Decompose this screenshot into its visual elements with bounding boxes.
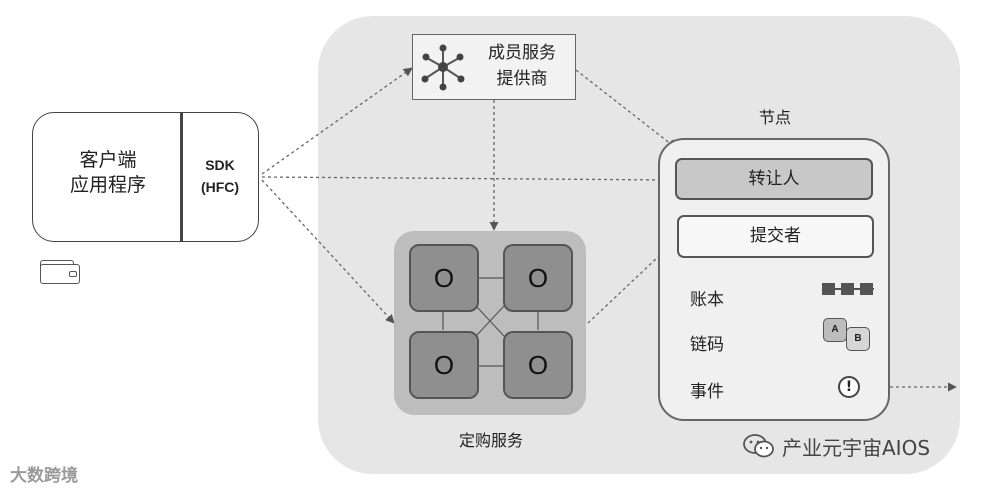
sdk-label: SDK (HFC) <box>200 157 240 195</box>
event-alert-icon: ! <box>838 376 860 398</box>
client-app-label: 客户端 应用程序 <box>69 149 146 196</box>
arrow-sdk-to-msp <box>261 67 413 175</box>
event-label: 事件 <box>690 382 724 402</box>
watermark-right: 产业元宇宙AIOS <box>782 436 931 460</box>
orderer-node-2: O <box>503 244 573 312</box>
arrow-orderer-to-committer <box>587 239 677 324</box>
arrow-sdk-to-endorser <box>261 175 674 185</box>
ledger-chain-icon <box>822 283 874 295</box>
wallet-icon <box>40 264 80 284</box>
network-hub-icon <box>421 44 465 91</box>
orderer-node-1: O <box>409 244 479 312</box>
msp-label: 成员服务 提供商 <box>488 43 556 89</box>
endorser-box: 转让人 <box>675 158 873 200</box>
chaincode-label: 链码 <box>690 335 724 355</box>
node-title: 节点 <box>758 108 791 127</box>
ordering-service-label: 定购服务 <box>458 431 523 450</box>
watermark-left: 大数跨境 <box>10 466 78 486</box>
ledger-label: 账本 <box>690 290 724 310</box>
orderer-node-3: O <box>409 331 479 399</box>
client-sdk-divider <box>180 113 183 242</box>
wechat-icon <box>743 434 774 458</box>
chaincode-card-b-icon: B <box>846 327 870 351</box>
wallet-icon-clasp <box>69 271 77 277</box>
chaincode-card-a-icon: A <box>823 318 847 342</box>
orderer-node-4: O <box>503 331 573 399</box>
committer-box: 提交者 <box>677 215 874 258</box>
client-app-box <box>32 112 259 242</box>
arrow-sdk-to-orderer <box>261 179 395 324</box>
